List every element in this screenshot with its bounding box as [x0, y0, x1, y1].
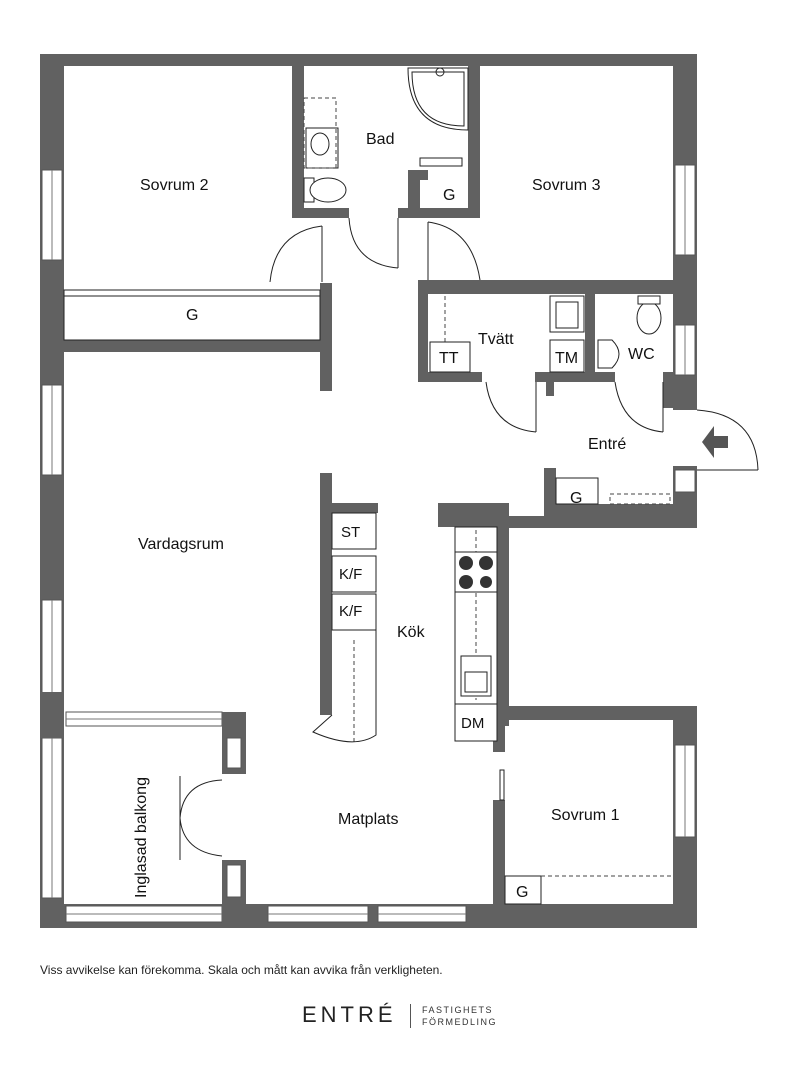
- room-label-sovrum-3: Sovrum 3: [532, 177, 601, 194]
- room-label-entre: Entré: [588, 436, 626, 453]
- room-label-wc: WC: [628, 346, 655, 363]
- fixture-label-g-sovrum-1: G: [516, 884, 528, 901]
- fixture-label-kf-1: K/F: [339, 566, 362, 583]
- brand-name: ENTRÉ: [302, 1002, 397, 1027]
- fixture-label-g-entre: G: [570, 490, 582, 507]
- room-label-sovrum-2: Sovrum 2: [140, 177, 209, 194]
- room-label-sovrum-1: Sovrum 1: [551, 807, 620, 824]
- disclaimer-text: Viss avvikelse kan förekomma. Skala och …: [40, 963, 443, 977]
- brand-subtitle-line-2: FÖRMEDLING: [422, 1017, 498, 1027]
- fixture-label-g-bad: G: [443, 187, 455, 204]
- fixtures: [63, 67, 728, 905]
- room-label-vardagsrum: Vardagsrum: [138, 536, 224, 553]
- room-label-matplats: Matplats: [338, 811, 398, 828]
- brand-subtitle-line-1: FASTIGHETS: [422, 1005, 494, 1015]
- brand-divider: [410, 1004, 411, 1028]
- fixture-label-tm: TM: [555, 350, 578, 367]
- fixture-label-g-sovrum-2: G: [186, 307, 198, 324]
- fixture-label-kf-2: K/F: [339, 603, 362, 620]
- windows: [41, 164, 696, 923]
- room-label-bad: Bad: [366, 131, 394, 148]
- room-label-tvatt: Tvätt: [478, 331, 514, 348]
- fixture-label-dm: DM: [461, 715, 484, 732]
- fixture-label-tt: TT: [439, 350, 459, 367]
- floor-plan: Bad Sovrum 2 Sovrum 3 G G Tvätt TT TM WC…: [40, 54, 759, 928]
- doors: [179, 217, 759, 860]
- room-label-inglasad-balkong: Inglasad balkong: [133, 777, 150, 898]
- fixture-label-st: ST: [341, 524, 360, 541]
- room-label-kok: Kök: [397, 624, 426, 641]
